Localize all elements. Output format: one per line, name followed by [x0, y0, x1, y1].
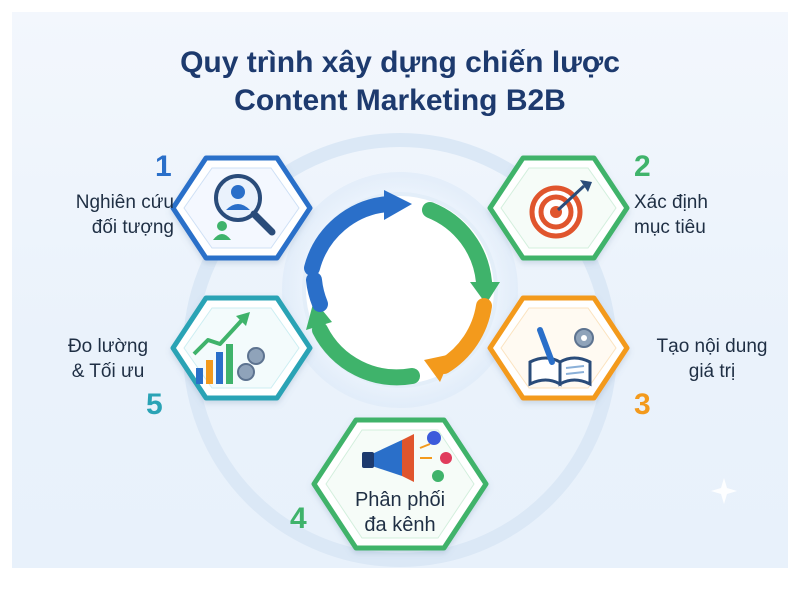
sparkle-icon	[711, 478, 737, 504]
step-5-label-line2: & Tối ưu	[71, 361, 145, 382]
step-1-label: Nghiên cứu đối tượng	[54, 190, 174, 240]
title-line-2: Content Marketing B2B	[234, 84, 566, 117]
step-3-label-line2: giá trị	[688, 361, 736, 382]
cycle-arrow-green	[422, 202, 492, 290]
growth-chart-icon	[192, 312, 265, 384]
step-4-label: Phân phối đa kênh	[326, 488, 474, 538]
instagram-icon	[440, 452, 452, 464]
content-creation-icon	[528, 327, 594, 387]
title-line-1: Quy trình xây dựng chiến lược	[180, 46, 620, 79]
cycle-arrowhead-green-bottom	[306, 300, 332, 330]
center-disc	[302, 192, 498, 388]
step-2-label: Xác định mục tiêu	[634, 190, 764, 240]
step-3-label-line1: Tạo nội dung	[656, 336, 768, 357]
step-5-label-line1: Đo lường	[67, 336, 149, 357]
audience-research-icon	[213, 174, 276, 240]
page-title: Quy trình xây dựng chiến lược Content Ma…	[0, 44, 800, 120]
cycle-arrow-orange	[436, 298, 492, 374]
step-2-label-line1: Xác định	[634, 192, 708, 213]
step-2-label-line2: mục tiêu	[634, 217, 706, 238]
step-1-label-line1: Nghiên cứu	[75, 192, 174, 213]
cycle-arrow-green-bottom	[312, 322, 420, 386]
step-3-label: Tạo nội dung giá trị	[637, 334, 787, 384]
cycle-arrowhead-green	[470, 282, 500, 304]
facebook-icon	[427, 431, 441, 445]
step-5-hexagon	[170, 295, 313, 401]
step-4-label-line1: Phân phối	[354, 489, 446, 511]
target-goal-icon	[529, 180, 592, 239]
step-2-number: 2	[634, 150, 651, 183]
step-1-number: 1	[155, 150, 172, 183]
cycle-arrow-blue-lead	[306, 272, 328, 312]
share-icon	[432, 470, 444, 482]
cycle-arrowhead-blue	[384, 190, 412, 220]
step-5-label: Đo lường & Tối ưu	[40, 334, 176, 384]
step-3-number: 3	[634, 388, 651, 421]
megaphone-distribution-icon	[362, 431, 452, 482]
cycle-arrowhead-orange	[424, 354, 452, 382]
step-5-number: 5	[146, 388, 163, 421]
step-4-label-line2: đa kênh	[364, 514, 436, 536]
step-1-label-line2: đối tượng	[91, 217, 174, 238]
step-4-number: 4	[290, 502, 307, 535]
cycle-arrows	[304, 190, 500, 386]
cycle-arrow-blue	[304, 196, 396, 276]
